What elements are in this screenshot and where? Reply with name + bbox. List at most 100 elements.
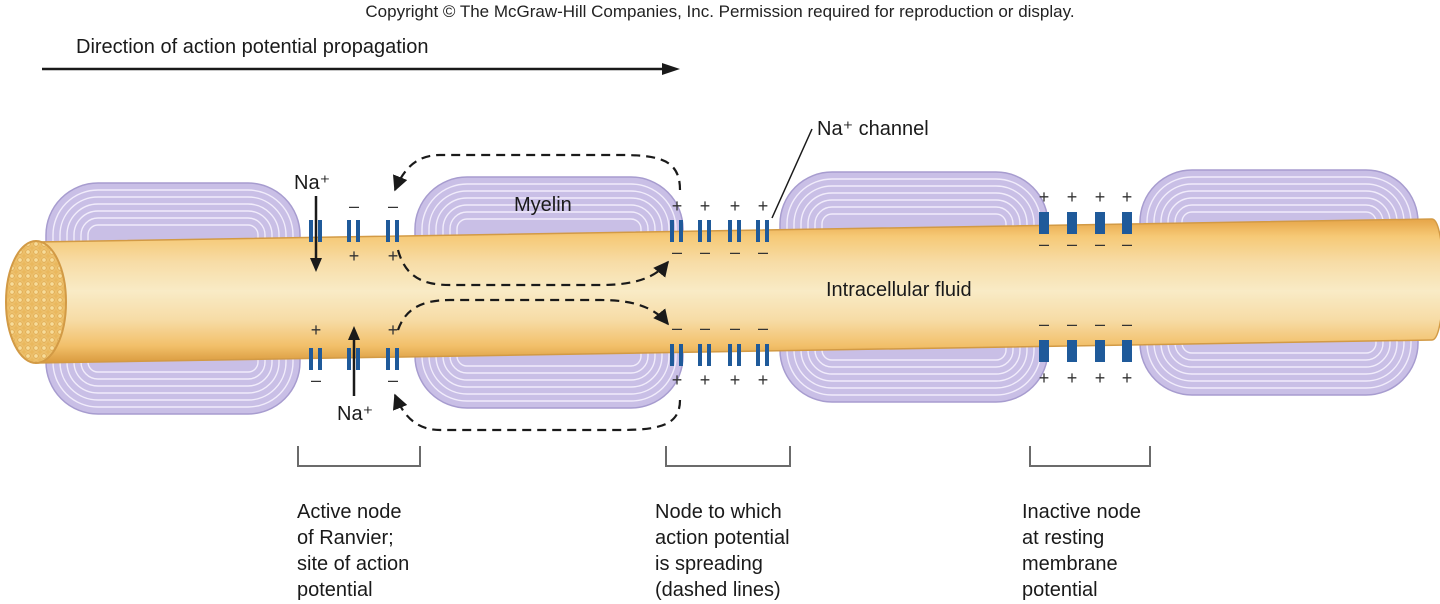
na-channel: [670, 220, 683, 242]
caption-line: potential: [1022, 579, 1098, 601]
na-channel: [1122, 212, 1132, 234]
direction-label: Direction of action potential propagatio…: [76, 36, 428, 58]
caption-line: membrane: [1022, 553, 1118, 575]
caption-line: is spreading: [655, 553, 763, 575]
myelin-label: Myelin: [514, 194, 572, 216]
na-channel-label: Na⁺ channel: [817, 118, 929, 140]
caption-line: of Ranvier;: [297, 527, 394, 549]
na-ion-label-bottom: Na⁺: [337, 403, 373, 425]
positive-charge: +: [1122, 187, 1133, 207]
na-influx-arrows: [310, 196, 360, 396]
caption-inactive-node: Inactive node at resting membrane potent…: [1022, 499, 1141, 603]
negative-charge: –: [1067, 234, 1077, 254]
direction-arrow: [42, 63, 680, 75]
positive-charge: +: [1122, 368, 1133, 388]
negative-charge: –: [388, 196, 398, 216]
positive-charge: +: [730, 370, 741, 390]
na-channel: [1067, 340, 1077, 362]
negative-charge: –: [758, 242, 768, 262]
negative-charge: –: [730, 318, 740, 338]
caption-active-node: Active node of Ranvier; site of action p…: [297, 499, 409, 603]
positive-charge: +: [1039, 187, 1050, 207]
na-channels: [309, 212, 1132, 370]
positive-charge: +: [388, 246, 399, 266]
bracket-inactive-node: [1029, 446, 1151, 467]
caption-line: potential: [297, 579, 373, 601]
negative-charge: –: [672, 242, 682, 262]
na-channel: [1095, 212, 1105, 234]
negative-charge: –: [1122, 314, 1132, 334]
na-channel: [756, 220, 769, 242]
positive-charge: +: [672, 196, 683, 216]
bracket-active-node: [297, 446, 421, 467]
negative-charge: –: [700, 318, 710, 338]
loop-bottom-inner: [396, 298, 669, 331]
na-channel: [728, 344, 741, 366]
negative-charge: –: [1039, 234, 1049, 254]
negative-charge: –: [758, 318, 768, 338]
negative-charge: –: [311, 370, 321, 390]
bracket-spreading-node: [665, 446, 791, 467]
na-channel: [347, 220, 360, 242]
na-channel: [756, 344, 769, 366]
positive-charge: +: [730, 196, 741, 216]
negative-charge: –: [730, 242, 740, 262]
na-channel: [386, 220, 399, 242]
positive-charge: +: [388, 320, 399, 340]
positive-charge: +: [758, 196, 769, 216]
negative-charge: –: [1039, 314, 1049, 334]
axon: [5, 218, 1440, 364]
positive-charge: +: [1067, 187, 1078, 207]
loop-bottom-outer: [393, 393, 682, 432]
positive-charge: +: [311, 320, 322, 340]
negative-charge: –: [1095, 234, 1105, 254]
na-channel: [698, 344, 711, 366]
na-channel: [1122, 340, 1132, 362]
caption-line: action potential: [655, 527, 790, 549]
caption-line: site of action: [297, 553, 410, 575]
na-channel: [728, 220, 741, 242]
caption-spreading-node: Node to which action potential is spread…: [655, 499, 790, 603]
caption-line: Inactive node: [1022, 501, 1141, 523]
na-channel: [1039, 212, 1049, 234]
positive-charge: +: [758, 370, 769, 390]
positive-charge: +: [1067, 368, 1078, 388]
positive-charge: +: [700, 196, 711, 216]
na-channel: [347, 348, 360, 370]
na-channel: [309, 220, 322, 242]
intracellular-fluid-label: Intracellular fluid: [826, 279, 972, 301]
positive-charge: +: [349, 246, 360, 266]
na-channel: [698, 220, 711, 242]
negative-charge: –: [1095, 314, 1105, 334]
na-channel: [670, 344, 683, 366]
na-channel: [386, 348, 399, 370]
caption-line: Node to which: [655, 501, 782, 523]
negative-charge: –: [700, 242, 710, 262]
negative-charge: –: [1067, 314, 1077, 334]
na-ion-label-top: Na⁺: [294, 172, 330, 194]
negative-charge: –: [388, 370, 398, 390]
negative-charge: –: [1122, 234, 1132, 254]
loop-top-inner: [396, 249, 669, 287]
positive-charge: +: [1095, 187, 1106, 207]
na-channel: [1067, 212, 1077, 234]
local-current-loops: [393, 153, 682, 432]
na-channel: [1039, 340, 1049, 362]
negative-charge: –: [672, 318, 682, 338]
positive-charge: +: [672, 370, 683, 390]
caption-line: (dashed lines): [655, 579, 781, 601]
axon-cut-end: [5, 240, 67, 364]
positive-charge: +: [1039, 368, 1050, 388]
node-brackets: [297, 446, 1151, 467]
caption-line: Active node: [297, 501, 402, 523]
negative-charge: –: [349, 196, 359, 216]
caption-line: at resting: [1022, 527, 1105, 549]
membrane-charges: ––++++––+––++––++––++––++––++––++––++––+: [311, 187, 1133, 390]
positive-charge: +: [1095, 368, 1106, 388]
na-channel: [309, 348, 322, 370]
na-channel: [1095, 340, 1105, 362]
copyright-text: Copyright © The McGraw-Hill Companies, I…: [365, 2, 1074, 21]
na-channel-leader: [771, 128, 813, 219]
